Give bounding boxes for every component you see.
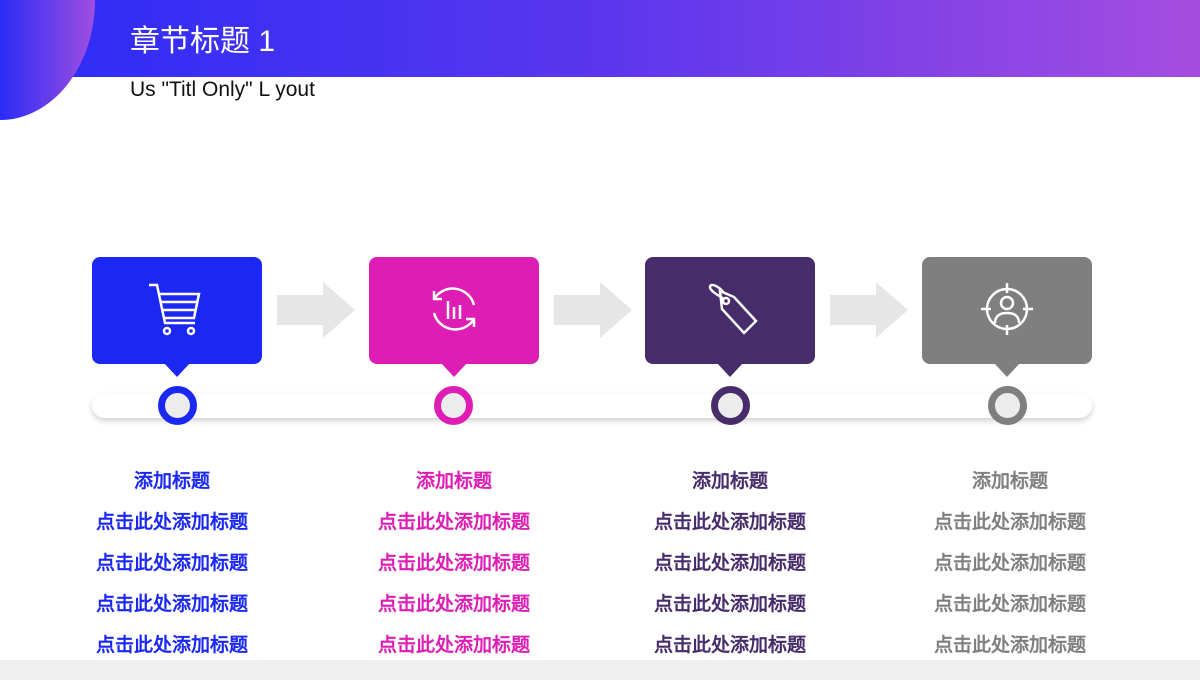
step-line: 点击此处添加标题 xyxy=(95,634,248,656)
timeline-node-1 xyxy=(158,386,197,425)
step-card-3 xyxy=(645,257,815,377)
step-text-column-1: 添加标题点击此处添加标题点击此处添加标题点击此处添加标题点击此处添加标题 xyxy=(72,466,272,671)
page-subtitle: Us "Titl Only" L yout xyxy=(130,78,315,101)
decorative-circle xyxy=(0,0,95,120)
step-heading: 添加标题 xyxy=(691,470,768,492)
step-text-column-2: 添加标题点击此处添加标题点击此处添加标题点击此处添加标题点击此处添加标题 xyxy=(354,466,554,671)
step-line: 点击此处添加标题 xyxy=(377,552,530,574)
step-line: 点击此处添加标题 xyxy=(933,511,1086,533)
step-line: 点击此处添加标题 xyxy=(933,634,1086,656)
shopping-cart-icon xyxy=(145,277,209,345)
price-tag-icon xyxy=(698,277,762,345)
timeline-track xyxy=(92,393,1092,418)
step-line: 点击此处添加标题 xyxy=(933,593,1086,615)
step-line: 点击此处添加标题 xyxy=(653,511,806,533)
arrow-right-icon xyxy=(554,282,632,338)
step-line: 点击此处添加标题 xyxy=(933,552,1086,574)
step-line: 点击此处添加标题 xyxy=(95,552,248,574)
refresh-chart-icon xyxy=(422,277,486,345)
step-heading: 添加标题 xyxy=(415,470,492,492)
step-line: 点击此处添加标题 xyxy=(653,593,806,615)
timeline-node-3 xyxy=(711,386,750,425)
step-line: 点击此处添加标题 xyxy=(653,634,806,656)
arrow-right-icon xyxy=(277,282,355,338)
step-heading: 添加标题 xyxy=(133,470,210,492)
step-line: 点击此处添加标题 xyxy=(653,552,806,574)
step-text-column-3: 添加标题点击此处添加标题点击此处添加标题点击此处添加标题点击此处添加标题 xyxy=(630,466,830,671)
step-card-1 xyxy=(92,257,262,377)
target-user-icon xyxy=(975,277,1039,345)
step-card-4 xyxy=(922,257,1092,377)
step-heading: 添加标题 xyxy=(971,470,1048,492)
step-line: 点击此处添加标题 xyxy=(377,593,530,615)
arrow-right-icon xyxy=(830,282,908,338)
timeline-node-4 xyxy=(988,386,1027,425)
step-text-column-4: 添加标题点击此处添加标题点击此处添加标题点击此处添加标题点击此处添加标题 xyxy=(910,466,1110,671)
step-line: 点击此处添加标题 xyxy=(95,511,248,533)
step-card-2 xyxy=(369,257,539,377)
footer-strip xyxy=(0,660,1200,680)
step-line: 点击此处添加标题 xyxy=(377,634,530,656)
step-line: 点击此处添加标题 xyxy=(377,511,530,533)
step-line: 点击此处添加标题 xyxy=(95,593,248,615)
header-bar xyxy=(0,0,1200,77)
timeline-node-2 xyxy=(434,386,473,425)
page-title: 章节标题 1 xyxy=(130,25,276,58)
